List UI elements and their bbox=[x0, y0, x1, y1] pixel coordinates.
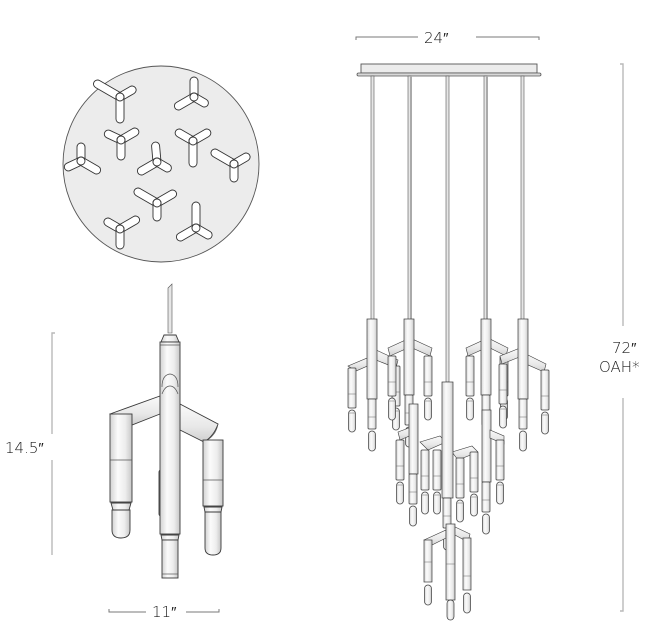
cluster-2 bbox=[173, 76, 209, 111]
cluster-height-label: 14.5″ bbox=[5, 439, 44, 457]
single-cluster-elevation bbox=[109, 283, 224, 579]
cluster-8 bbox=[133, 187, 178, 222]
canopy-plan-view bbox=[62, 65, 260, 263]
cluster-5 bbox=[136, 141, 172, 176]
middle-tier bbox=[395, 381, 505, 551]
cluster-6 bbox=[63, 142, 102, 175]
canopy-width-dimension: 24″ bbox=[355, 29, 540, 47]
cluster-1 bbox=[93, 79, 137, 124]
full-fixture-elevation: 24″ bbox=[347, 29, 640, 621]
overall-height-suffix: OAH* bbox=[599, 358, 640, 376]
canopy bbox=[360, 63, 538, 74]
cluster-4 bbox=[174, 128, 212, 168]
cluster-3 bbox=[103, 127, 140, 161]
canopy-width-label: 24″ bbox=[424, 29, 449, 47]
cluster-7 bbox=[210, 148, 251, 183]
cluster-9 bbox=[103, 215, 141, 250]
cluster-width-dimension: 11″ bbox=[108, 603, 220, 621]
cluster-width-label: 11″ bbox=[152, 603, 177, 621]
suspension-rod bbox=[167, 283, 173, 334]
upper-tier bbox=[347, 318, 550, 452]
center-tube bbox=[159, 341, 181, 535]
suspension-rods bbox=[370, 75, 525, 383]
overall-height-value: 72″ bbox=[612, 339, 637, 357]
cluster-10 bbox=[175, 201, 213, 242]
overall-height-dimension: 72″ OAH* bbox=[599, 63, 640, 612]
cluster-height-dimension: 14.5″ bbox=[5, 332, 55, 555]
bottom-tier bbox=[423, 523, 472, 621]
